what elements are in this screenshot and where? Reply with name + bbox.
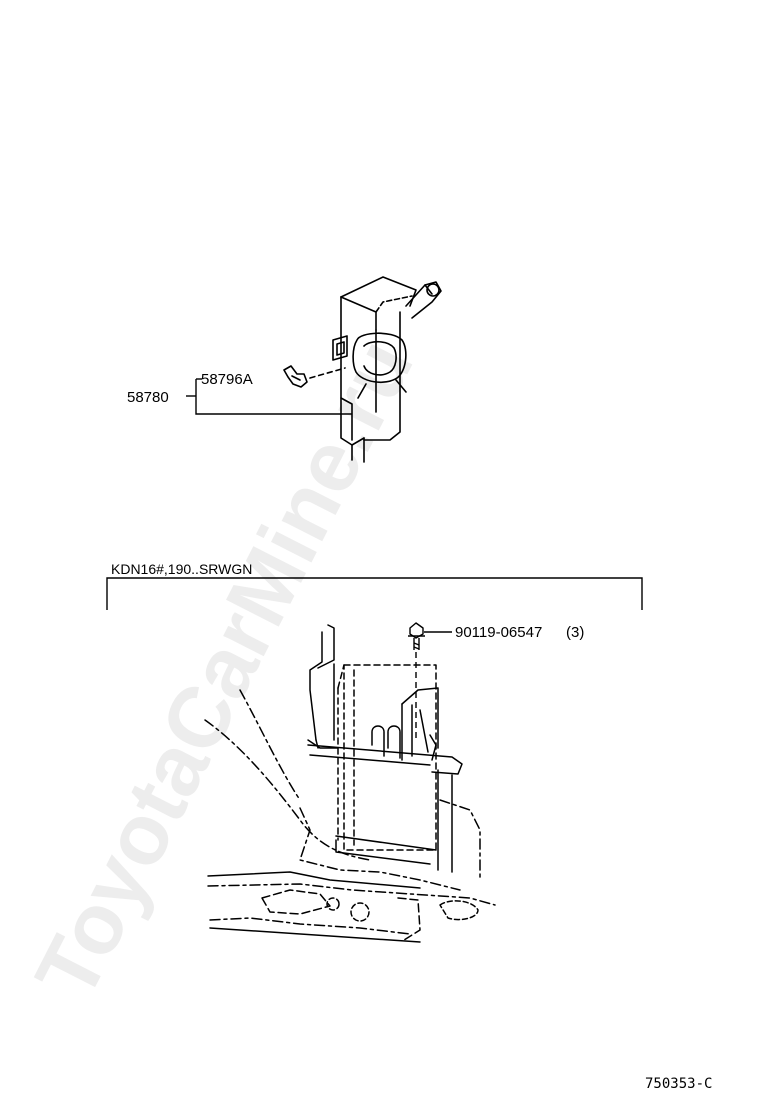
bolt-illustration — [408, 622, 452, 740]
watermark: ToyotaCarMine.ru — [17, 324, 432, 1013]
variant-label: KDN16#,190..SRWGN — [111, 561, 252, 577]
bolt-part-number: 90119-06547 — [455, 624, 542, 641]
bolt-quantity: (3) — [566, 624, 584, 641]
figure-code: 750353-C — [645, 1076, 712, 1092]
upper-assembly-illustration — [283, 276, 442, 463]
vehicle-floor-illustration — [204, 624, 496, 943]
clip-part-number: 58796A — [201, 371, 253, 388]
variant-bracket — [106, 577, 643, 610]
assembly-leader-bracket — [186, 378, 352, 415]
assembly-part-number: 58780 — [127, 389, 169, 406]
